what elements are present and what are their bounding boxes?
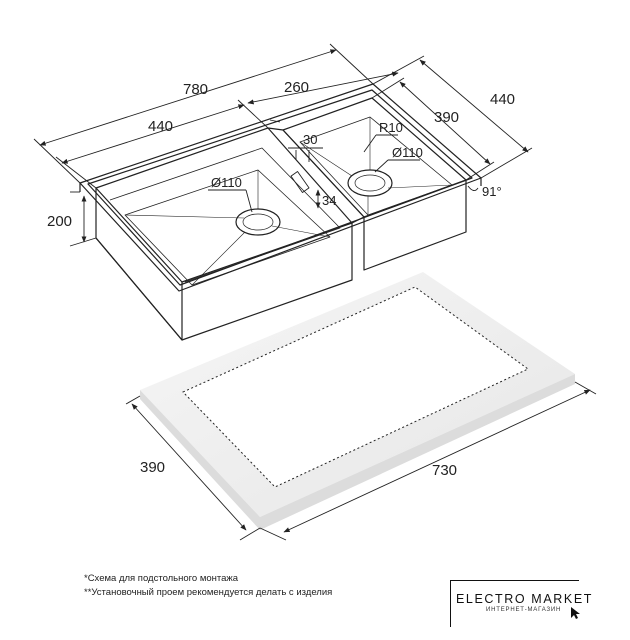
left-bowl-front-wall	[95, 188, 183, 341]
dim-right-drain-label: Ø110	[392, 145, 423, 160]
sink-dimension-lines	[33, 43, 533, 247]
left-bowl-bottom	[95, 223, 353, 341]
cursor-icon	[571, 607, 580, 619]
dim-cutout-390-label: 390	[140, 459, 165, 476]
left-drain-inner	[242, 213, 274, 231]
sink-dimension-labels: 780 440 260 440 390 200 30 34 R10 Ø110 Ø…	[47, 79, 515, 230]
dim-cutout-390-line	[131, 403, 247, 531]
overflow-slot	[290, 171, 310, 193]
dim-cutout-730-line	[283, 389, 591, 533]
dim-260-label: 260	[284, 79, 309, 96]
dim-390-right-line	[399, 81, 491, 165]
dim-cutout-730-label: 730	[432, 462, 457, 479]
dim-r10-label: R10	[379, 120, 403, 135]
right-drain-inner	[354, 174, 386, 192]
right-drain	[347, 169, 393, 197]
electro-market-logo[interactable]: ELECTRO MARKET ИНТЕРНЕТ-МАГАЗИН	[450, 580, 591, 632]
cutout-outline	[182, 286, 529, 488]
dim-angle-label: 91°	[482, 184, 502, 199]
right-bowl-front-wall	[363, 180, 467, 271]
dim-440-left-line	[61, 104, 245, 164]
left-drain	[235, 208, 281, 236]
dim-390-right-label: 390	[434, 109, 459, 126]
note-cutout: **Установочный проем рекомендуется делат…	[84, 587, 333, 598]
dim-left-drain-label: Ø110	[211, 175, 242, 190]
logo-name: ELECTRO MARKET	[456, 592, 593, 606]
left-bowl-bottom-inner	[109, 147, 341, 283]
sink-rim-outer	[79, 83, 482, 292]
dim-780-label: 780	[183, 81, 208, 98]
dim-34-label: 34	[322, 193, 336, 208]
dim-260-line	[247, 71, 399, 105]
cutout-dimension-labels: 390 730	[140, 459, 457, 479]
dim-440-left-label: 440	[148, 118, 173, 135]
note-mounting: *Схема для подстольного монтажа	[84, 573, 239, 584]
logo-frame	[450, 580, 579, 627]
cutout-dimension-lines	[125, 381, 597, 541]
logo-tagline: ИНТЕРНЕТ-МАГАЗИН	[486, 607, 562, 613]
dim-200-label: 200	[47, 213, 72, 230]
dim-440-right-label: 440	[490, 91, 515, 108]
dim-30-label: 30	[303, 132, 317, 147]
countertop	[140, 272, 575, 530]
left-bowl-grooves	[124, 170, 331, 286]
